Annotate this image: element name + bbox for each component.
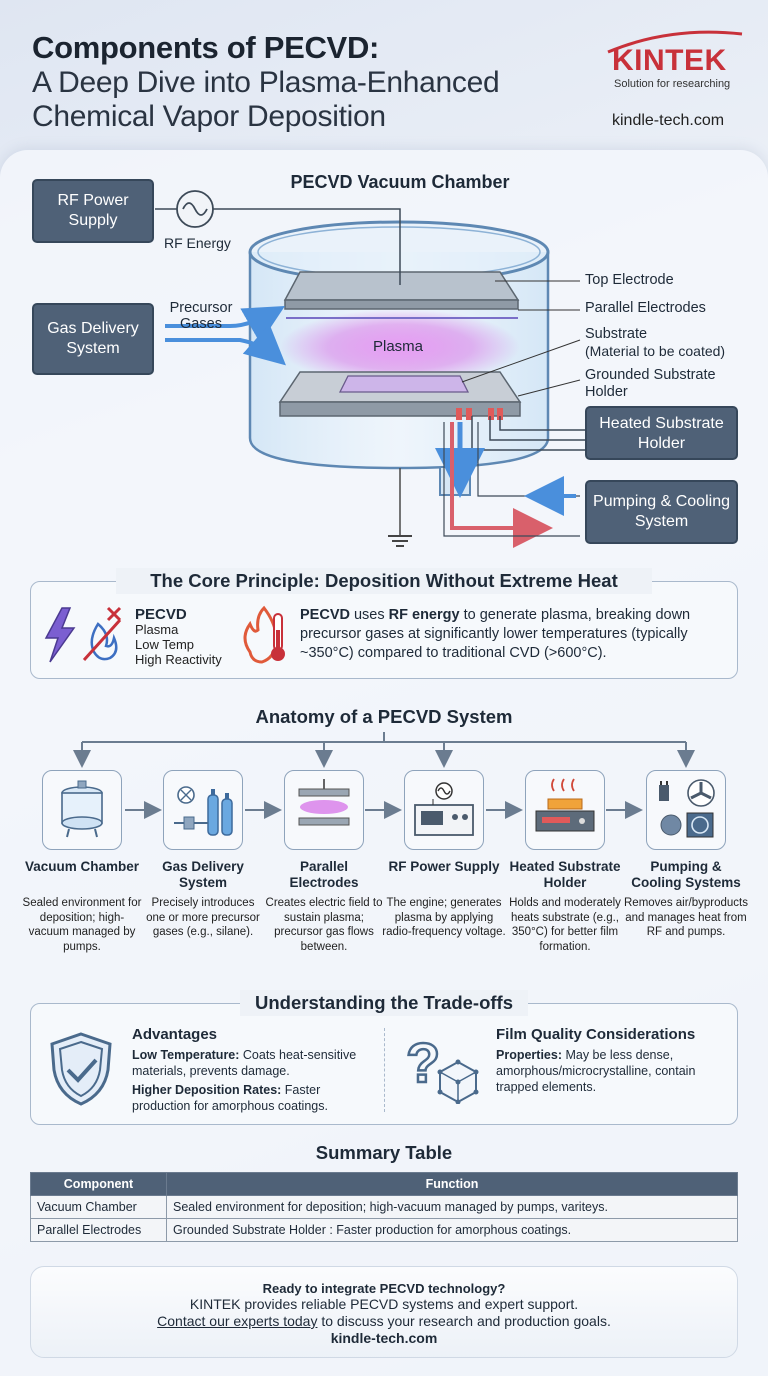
substrate-holder <box>279 401 521 417</box>
summary-title: Summary Table <box>315 1142 453 1163</box>
pecvd-chamber-diagram <box>155 190 585 548</box>
page-title: Components of PECVD: <box>32 30 380 65</box>
comp-desc-heated: Holds and moderately heats substrate (e.… <box>509 897 621 953</box>
comp-name-heated: Heated Substrate Holder <box>509 859 621 890</box>
table-cell: Parallel Electrodes <box>30 1218 167 1242</box>
comp-name-pumping: Pumping & Cooling Systems <box>631 859 741 890</box>
table-cell: Grounded Substrate Holder : Faster produ… <box>166 1218 738 1242</box>
comp-name-rf: RF Power Supply <box>388 859 500 874</box>
svg-text:?: ? <box>406 1032 440 1094</box>
contact-experts-link[interactable]: Contact our experts today <box>157 1313 318 1329</box>
table-header-row: Component Function <box>30 1172 738 1196</box>
gas-delivery-label: Gas Delivery System <box>47 320 139 357</box>
thermometer-flame-icon <box>243 605 285 664</box>
principle-item-plasma: Plasma <box>135 622 179 637</box>
tradeoffs-divider <box>384 1028 385 1112</box>
tile-pumping-cooling <box>646 770 726 850</box>
lightning-flame-icon <box>44 606 122 663</box>
tradeoffs-title: Understanding the Trade-offs <box>255 992 513 1013</box>
comp-name-electrodes: Parallel Electrodes <box>289 859 359 890</box>
tile-vacuum-chamber <box>42 770 122 850</box>
film-quality-properties: Properties: May be less dense, amorphous… <box>496 1048 696 1094</box>
heater-plate-icon <box>535 778 595 832</box>
table-row: Vacuum Chamber Sealed environment for de… <box>30 1195 738 1219</box>
table-row: Parallel Electrodes Grounded Substrate H… <box>30 1218 738 1242</box>
cta-box: Ready to integrate PECVD technology? KIN… <box>30 1266 738 1358</box>
principle-title: The Core Principle: Deposition Without E… <box>150 570 618 591</box>
substrate-note: (Material to be coated) <box>585 343 726 359</box>
comp-desc-gas: Precisely introduces one or more precurs… <box>146 897 260 938</box>
parallel-electrodes-label: Parallel Electrodes <box>585 300 706 316</box>
comp-desc-pumping: Removes air/byproducts and manages heat … <box>624 897 748 938</box>
diagram-title: PECVD Vacuum Chamber <box>290 172 510 192</box>
rf-power-supply-box: RF Power Supply <box>32 179 154 243</box>
gas-delivery-box: Gas Delivery System <box>32 303 154 375</box>
grounded-holder-label: Grounded Substrate <box>585 367 716 383</box>
cta-line2: Contact our experts today to discuss you… <box>157 1313 611 1329</box>
cta-line1: KINTEK provides reliable PECVD systems a… <box>189 1296 579 1312</box>
page-subtitle-line1: A Deep Dive into Plasma-Enhanced <box>32 66 500 99</box>
vacuum-chamber-icon <box>61 780 103 838</box>
precursor-gases-label: Precursor Gases <box>169 300 233 332</box>
comp-name-gas: Gas Delivery System <box>162 859 244 890</box>
anatomy-connectors <box>73 732 695 819</box>
comp-desc-rf: The engine; generates plasma by applying… <box>382 897 506 938</box>
comp-desc-vacuum: Sealed environment for deposition; high-… <box>22 897 142 953</box>
col-function: Function <box>166 1172 738 1196</box>
tile-parallel-electrodes <box>284 770 364 850</box>
rf-generator-icon <box>414 782 474 836</box>
electrodes-icon <box>298 779 350 826</box>
rf-line <box>213 208 401 285</box>
advantage-low-temp: Low Temperature: Coats heat-sensitive ma… <box>132 1048 357 1078</box>
question-cube-icon: ? <box>405 1032 479 1104</box>
film-quality-heading: Film Quality Considerations <box>496 1026 696 1043</box>
site-link-header[interactable]: kindle-tech.com <box>612 112 725 129</box>
gas-cylinders-icon <box>174 786 233 836</box>
col-component: Component <box>30 1172 167 1196</box>
principle-description: PECVD uses RF energy to generate plasma,… <box>300 607 691 661</box>
table-cell: Vacuum Chamber <box>30 1195 167 1219</box>
top-electrode <box>284 299 519 310</box>
comp-name-vacuum: Vacuum Chamber <box>24 859 140 874</box>
page-subtitle-line2: Chemical Vapor Deposition <box>32 100 386 133</box>
tile-gas-delivery <box>163 770 243 850</box>
summary-table: Component Function Vacuum Chamber Sealed… <box>30 1172 738 1242</box>
logo-swoosh-icon <box>607 30 743 54</box>
pumping-box: Pumping & Cooling System <box>585 480 738 544</box>
top-electrode-label: Top Electrode <box>585 272 674 288</box>
pumping-label: Pumping & Cooling System <box>593 493 730 530</box>
advantage-deposition-rate: Higher Deposition Rates: Faster producti… <box>132 1083 328 1113</box>
advantages-heading: Advantages <box>132 1026 218 1043</box>
cta-question: Ready to integrate PECVD technology? <box>262 1281 506 1296</box>
principle-pecvd-label: PECVD <box>135 606 187 623</box>
table-cell: Sealed environment for deposition; high-… <box>166 1195 738 1219</box>
rf-energy-label: RF Energy <box>164 235 231 251</box>
comp-desc-electrodes: Creates electric field to sustain plasma… <box>265 897 383 953</box>
principle-item-lowtemp: Low Temp <box>135 637 195 652</box>
pump-fan-icon <box>659 779 715 838</box>
brand-logo[interactable]: KINTEK <box>612 44 727 77</box>
plasma-glow <box>280 309 520 385</box>
substrate <box>338 375 470 393</box>
rf-power-supply-label: RF Power Supply <box>57 192 129 229</box>
heated-holder-box: Heated Substrate Holder <box>585 406 738 460</box>
substrate-label: Substrate <box>585 326 648 342</box>
anatomy-title: Anatomy of a PECVD System <box>255 706 513 727</box>
tile-rf-power <box>404 770 484 850</box>
shield-check-icon <box>50 1032 112 1106</box>
tile-heated-holder <box>525 770 605 850</box>
site-link-footer[interactable]: kindle-tech.com <box>330 1330 438 1346</box>
plasma-label: Plasma <box>373 338 424 355</box>
grounded-holder-label-2: Holder <box>585 384 628 400</box>
heated-holder-label: Heated Substrate Holder <box>599 415 724 452</box>
brand-tagline: Solution for researching <box>614 78 731 90</box>
principle-item-reactivity: High Reactivity <box>135 652 222 667</box>
